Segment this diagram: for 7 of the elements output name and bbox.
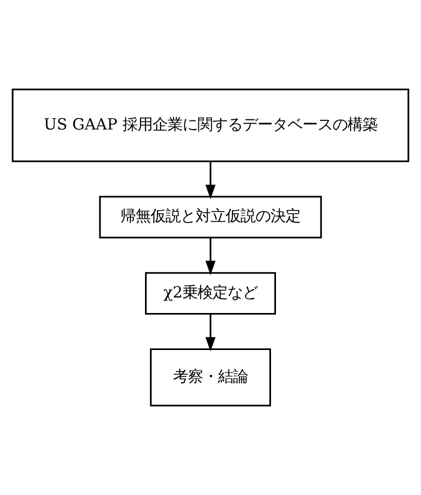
arrow — [205, 314, 216, 352]
node-box: 考察・結論 — [150, 348, 272, 406]
node-box: χ2乗検定など — [145, 272, 276, 315]
arrow — [205, 238, 216, 276]
arrow — [205, 161, 216, 200]
node-box: 帰無仮説と対立仮説の決定 — [99, 196, 322, 238]
node-box: US GAAP 採用企業に関するデータベースの構築 — [12, 88, 410, 162]
